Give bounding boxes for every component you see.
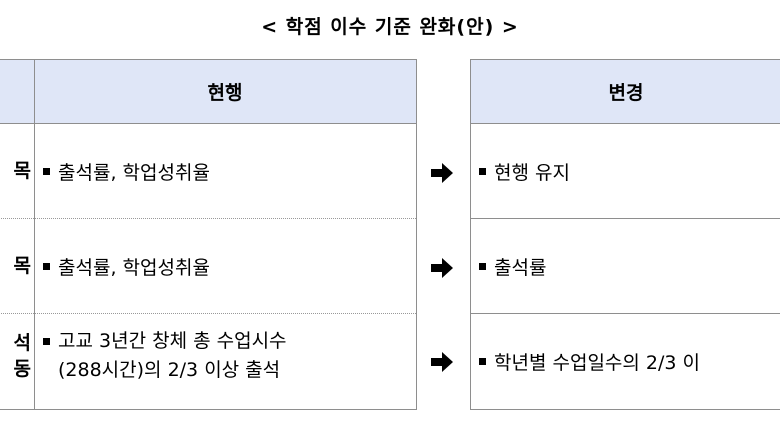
category-label: 목 [13,160,31,182]
table-row: 현행 유지 [471,124,780,219]
cell-text: 현행 유지 [494,161,570,184]
category-line: 동 [13,358,31,380]
category-label: 목 [13,255,31,277]
cell-text: 학년별 수업일수의 2/3 이 [494,352,701,374]
category-label: 석 동 [0,330,31,382]
table-row: 목 출석률, 학업성취율 [0,124,416,219]
square-bullet-icon [479,167,486,175]
cell-text: 출석률, 학업성취율 [58,161,210,184]
table-row: 출석률 [471,219,780,314]
square-bullet-icon [43,262,50,270]
square-bullet-icon [479,262,486,270]
square-bullet-icon [479,358,486,365]
change-table: 변경 현행 유지 출석률 학년별 수업일수의 2/3 이 [470,59,780,410]
square-bullet-icon [43,167,50,175]
table-row: 목 출석률, 학업성취율 [0,219,416,314]
page-title: < 학점 이수 기준 완화(안) > [261,16,519,38]
current-table: 현행 목 출석률, 학업성취율 목 출석률, 학업성취율 석 동 고교 3년간 … [0,59,417,410]
header-current: 현행 [34,60,416,124]
table-row: 석 동 고교 3년간 창체 총 수업시수 (288시간)의 2/3 이상 출석 [0,314,416,409]
header-change: 변경 [471,60,780,124]
cell-text: 출석률, 학업성취율 [58,256,210,279]
arrow-right-icon [431,352,453,372]
column-divider [34,60,35,409]
cell-text-line: (288시간)의 2/3 이상 출석 [58,358,281,381]
arrow-right-icon [431,258,453,278]
cell-text: 출석률 [494,256,547,279]
table-row: 학년별 수업일수의 2/3 이 [471,314,780,409]
header-category-cell [0,60,34,124]
category-line: 석 [13,332,31,354]
cell-text-line: 고교 3년간 창체 총 수업시수 [58,329,287,352]
arrow-right-icon [431,163,453,183]
cell-text: 고교 3년간 창체 총 수업시수 (288시간)의 2/3 이상 출석 [58,327,287,385]
square-bullet-icon [43,337,50,345]
